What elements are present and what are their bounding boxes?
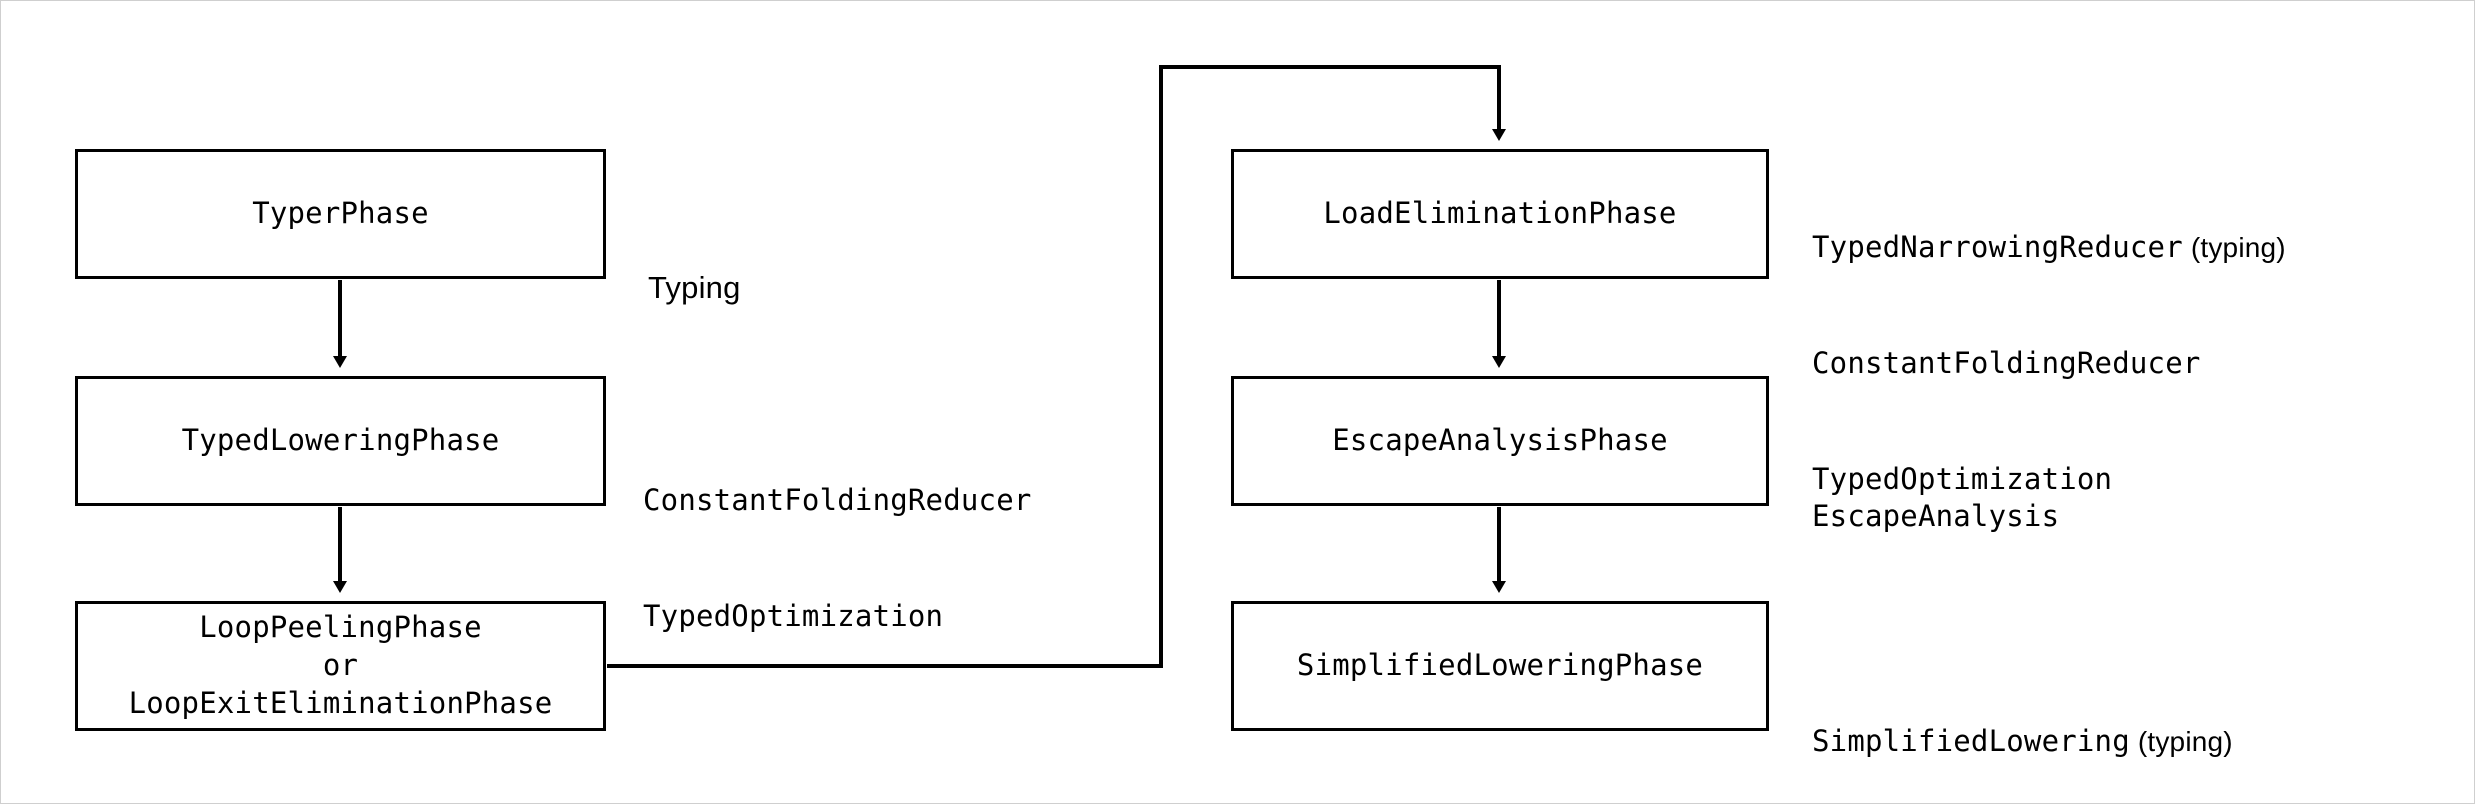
annotation-text: EscapeAnalysis [1812, 499, 2060, 534]
annotation-typed-lowering-phase: ConstantFoldingReducer TypedOptimization [643, 404, 1032, 713]
annotation-line: ConstantFoldingReducer [1812, 344, 2286, 383]
annotation-text: TypedNarrowingReducer [1812, 230, 2183, 265]
annotation-line: ConstantFoldingReducer [643, 483, 1032, 518]
node-load-elimination-phase[interactable]: LoadEliminationPhase [1231, 149, 1769, 279]
annotation-line: Typing [648, 270, 741, 306]
annotation-suffix: (typing) [2129, 726, 2233, 758]
node-label: LoopExitEliminationPhase [128, 685, 553, 720]
annotation-line: EscapeAnalysis [1812, 497, 2059, 536]
annotation-suffix: (typing) [2182, 232, 2286, 264]
annotation-line: TypedOptimization [1812, 460, 2286, 499]
annotation-line: TypedOptimization [643, 598, 944, 633]
node-label: TyperPhase [252, 196, 429, 231]
node-label: SimplifiedLoweringPhase [1296, 648, 1704, 683]
annotation-text: ConstantFoldingReducer [1812, 345, 2201, 380]
node-label: EscapeAnalysisPhase [1332, 423, 1668, 458]
annotation-text: SimplifiedLowering [1812, 724, 2130, 759]
annotation-text: TypedOptimization [1812, 461, 2113, 496]
annotation-typer-phase: Typing [648, 185, 741, 391]
annotation-load-elimination-phase: TypedNarrowingReducer (typing) ConstantF… [1812, 151, 2286, 575]
annotation-escape-analysis-phase: EscapeAnalysis [1812, 420, 2059, 613]
node-escape-analysis-phase[interactable]: EscapeAnalysisPhase [1231, 376, 1769, 506]
node-label: LoadEliminationPhase [1323, 196, 1677, 231]
annotation-line: TypedNarrowingReducer (typing) [1812, 228, 2286, 267]
annotation-simplified-lowering-phase: SimplifiedLowering (typing) [1812, 645, 2233, 803]
node-label: TypedLoweringPhase [181, 423, 500, 458]
node-label: LoopPeelingPhase [199, 610, 482, 645]
node-simplified-lowering-phase[interactable]: SimplifiedLoweringPhase [1231, 601, 1769, 731]
node-label-or: or [322, 648, 359, 683]
annotation-line: SimplifiedLowering (typing) [1812, 722, 2233, 761]
node-loop-peeling-phase[interactable]: LoopPeelingPhase or LoopExitEliminationP… [75, 601, 606, 731]
node-typer-phase[interactable]: TyperPhase [75, 149, 606, 279]
node-typed-lowering-phase[interactable]: TypedLoweringPhase [75, 376, 606, 506]
